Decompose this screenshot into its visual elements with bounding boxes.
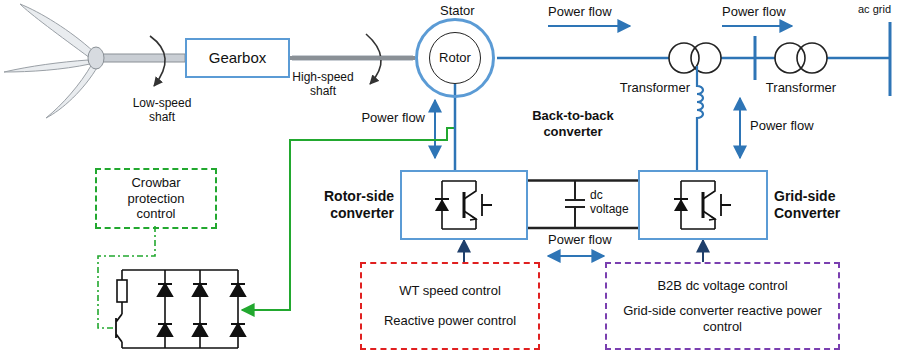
blade (4, 60, 90, 72)
wire (122, 270, 238, 348)
shaft-connector (290, 56, 415, 60)
flow-arrow (548, 25, 630, 27)
transformer-label: Transformer (610, 80, 690, 96)
converter-box: Grid-side Converter (638, 170, 768, 240)
flow-arrow (722, 25, 792, 27)
dc-rail (528, 227, 638, 230)
control-box: WT speed controlReactive power control (360, 262, 540, 350)
diode (193, 284, 207, 296)
grid-bus (889, 22, 892, 96)
diode (158, 324, 172, 336)
diode-symbols (158, 284, 245, 336)
rotor-circle: Rotor (429, 32, 481, 84)
transformer-winding (691, 43, 721, 73)
diode (158, 284, 172, 296)
bus-bar (754, 36, 757, 80)
node-text: Reactive power control (384, 313, 516, 329)
crowbar-circuit (116, 270, 238, 348)
node-text: Stator (440, 3, 475, 19)
control-box: Crowbar protection control (95, 168, 217, 229)
flow-arrow (739, 98, 741, 158)
resistor-symbol (117, 280, 127, 302)
control-arrow (463, 240, 465, 262)
converter-title: Back-to-back converter (513, 108, 633, 139)
flow-arrow (434, 100, 436, 158)
blade (46, 64, 98, 118)
hub (88, 47, 104, 69)
flow-label: Power flow (750, 118, 840, 134)
flow-label: Power flow (548, 4, 638, 20)
blade (20, 4, 94, 58)
transformer-winding (797, 43, 827, 73)
capacitor-symbol (565, 181, 585, 228)
rotation-arrow (150, 36, 165, 86)
diode (231, 284, 245, 296)
transformer-label: Transformer (756, 80, 846, 96)
inductor (697, 66, 703, 170)
node-text: Gearbox (209, 49, 267, 67)
node-text: Grid-side Converter (774, 188, 874, 222)
node-text: Rotor (439, 50, 471, 66)
flow-label: Power flow (548, 232, 633, 248)
converter-box: Rotor-side converter (400, 170, 528, 240)
flow-label: Power flow (330, 110, 425, 126)
grid-label: ac grid (858, 3, 908, 16)
diode (231, 324, 245, 336)
shaft-label: High-speed shaft (288, 70, 358, 99)
power-line (497, 57, 890, 60)
igbt-symbol (435, 181, 492, 229)
dc-label: dc voltage (590, 188, 636, 217)
shaft-label: Low-speed shaft (126, 96, 198, 125)
node-text: B2B dc voltage control (657, 278, 787, 294)
control-arrow (702, 240, 704, 262)
node-text: Rotor-side converter (299, 188, 394, 222)
igbt-symbol (674, 181, 731, 229)
node-text: Crowbar protection control (112, 175, 200, 222)
diode (193, 324, 207, 336)
control-box: B2B dc voltage controlGrid-side converte… (605, 262, 840, 350)
gearbox-box: Gearbox (185, 38, 290, 78)
transistor-symbol (116, 314, 122, 342)
node-text: WT speed control (399, 283, 501, 299)
low-speed-shaft (96, 54, 185, 62)
flow-label: Power flow (722, 4, 812, 20)
dc-rail (528, 179, 638, 182)
stator-circle: StatorRotor (415, 18, 495, 98)
crowbar-link (242, 128, 455, 310)
node-text: Grid-side converter reactive power contr… (613, 303, 832, 334)
control-signal (98, 226, 155, 328)
turbine-blades (4, 4, 98, 118)
flow-arrow (548, 255, 604, 257)
